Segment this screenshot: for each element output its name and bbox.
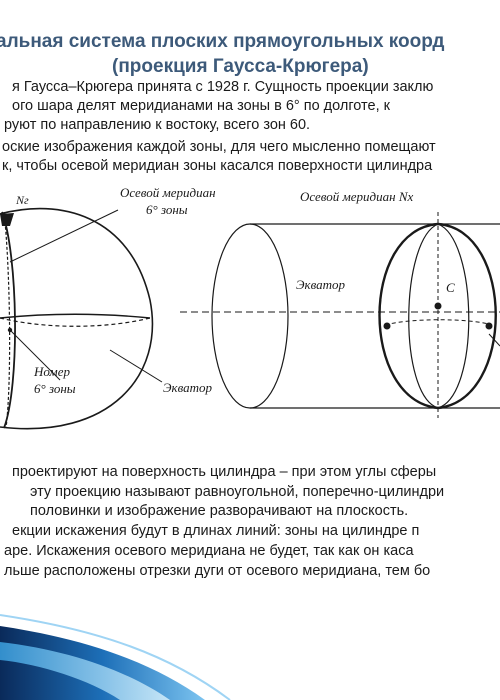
body-line: эту проекцию называют равноугольной, поп… bbox=[30, 484, 445, 500]
globe bbox=[0, 207, 154, 430]
intro-line: я Гаусса–Крюгера принята с 1928 г. Сущно… bbox=[12, 79, 434, 95]
body-line: половинки и изображение разворачивают на… bbox=[30, 503, 409, 519]
intro-line: руют по направлению к востоку, всего зон… bbox=[4, 117, 311, 133]
cylinder bbox=[180, 223, 500, 409]
inner-sphere bbox=[378, 212, 500, 418]
center-point bbox=[434, 302, 442, 310]
equator-left-label: Экватор bbox=[163, 380, 213, 395]
equator-right-label: Экватор bbox=[296, 277, 346, 292]
projection-diagram: Осевой меридиан 6° зоны Осевой меридиан … bbox=[0, 185, 500, 430]
zone-number-sub-label: 6° зоны bbox=[34, 381, 76, 396]
center-label: C bbox=[446, 280, 455, 295]
pole-label: Nг bbox=[15, 193, 29, 207]
axial-meridian-nx-label: Осевой меридиан Nх bbox=[300, 189, 413, 204]
zone-leader bbox=[9, 329, 61, 381]
title-line-2: (проекция Гаусса-Крюгера) bbox=[112, 56, 369, 77]
title-line-1: альная система плоских прямоугольных коо… bbox=[0, 31, 445, 52]
intro-line: к, чтобы осевой меридиан зоны касался по… bbox=[2, 158, 433, 174]
body-line: екции искажения будут в длинах линий: зо… bbox=[12, 523, 420, 539]
body-line: проектируют на поверхность цилиндра – пр… bbox=[12, 464, 437, 480]
intro-line: оские изображения каждой зоны, для чего … bbox=[2, 139, 436, 155]
zone-number-label: Номер bbox=[33, 364, 70, 379]
axial-meridian-label: Осевой меридиан bbox=[120, 185, 216, 200]
body-line: аре. Искажения осевого меридиана не буде… bbox=[4, 543, 414, 559]
decorative-footer-swoosh bbox=[0, 614, 231, 700]
axial-meridian-zone-label: 6° зоны bbox=[146, 202, 188, 217]
intro-line: ого шара делят меридианами на зоны в 6° … bbox=[12, 98, 390, 114]
body-line: льше расположены отрезки дуги от осевого… bbox=[4, 563, 431, 579]
